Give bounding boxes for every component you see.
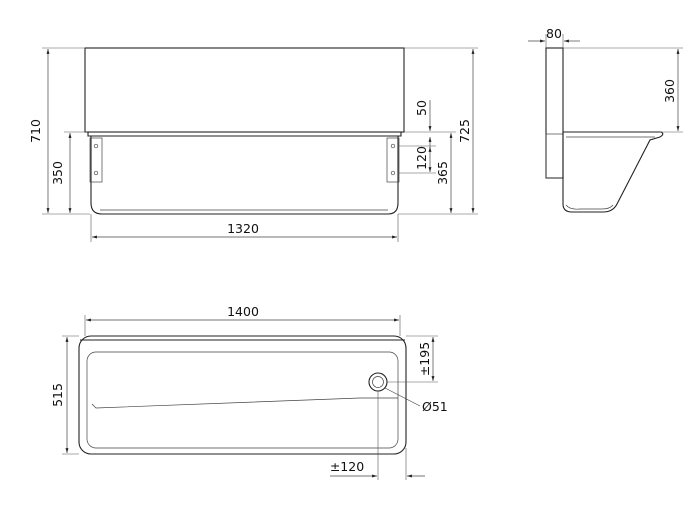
top-basin-slope bbox=[91, 397, 398, 409]
dim-515-label: 515 bbox=[50, 383, 65, 407]
dim-120-side-label: ±120 bbox=[330, 459, 364, 474]
top-view: 1400 515 ±195 Ø51 ±120 bbox=[50, 304, 448, 480]
side-bowl bbox=[562, 131, 664, 213]
right-bracket bbox=[386, 137, 400, 183]
dim-1320-label: 1320 bbox=[227, 221, 259, 236]
front-bowl bbox=[90, 136, 399, 215]
dim-120-label: 120 bbox=[414, 146, 429, 170]
dim-365-label: 365 bbox=[435, 161, 450, 185]
dim-350-label: 350 bbox=[50, 161, 65, 185]
drain-leader bbox=[384, 387, 421, 407]
dim-710-label: 710 bbox=[28, 119, 43, 143]
drain-inner bbox=[372, 376, 384, 388]
dim-195-label: ±195 bbox=[417, 342, 432, 376]
dim-diameter-label: Ø51 bbox=[422, 399, 448, 414]
front-view: 710 350 1320 725 365 50 120 bbox=[28, 47, 478, 242]
dim-1400-label: 1400 bbox=[227, 304, 259, 319]
dim-50-label: 50 bbox=[414, 100, 429, 116]
top-inner-basin bbox=[86, 351, 399, 449]
side-bowl-bottom bbox=[565, 204, 614, 210]
front-backsplash bbox=[84, 47, 405, 133]
dim-725-label: 725 bbox=[457, 119, 472, 143]
side-backsplash bbox=[545, 47, 564, 179]
top-outer bbox=[78, 335, 407, 455]
dim-80-label: 80 bbox=[546, 26, 562, 41]
left-bracket bbox=[89, 137, 103, 183]
front-rim bbox=[87, 132, 402, 137]
dim-360-label: 360 bbox=[662, 79, 677, 103]
side-view: 80 360 bbox=[528, 26, 683, 213]
